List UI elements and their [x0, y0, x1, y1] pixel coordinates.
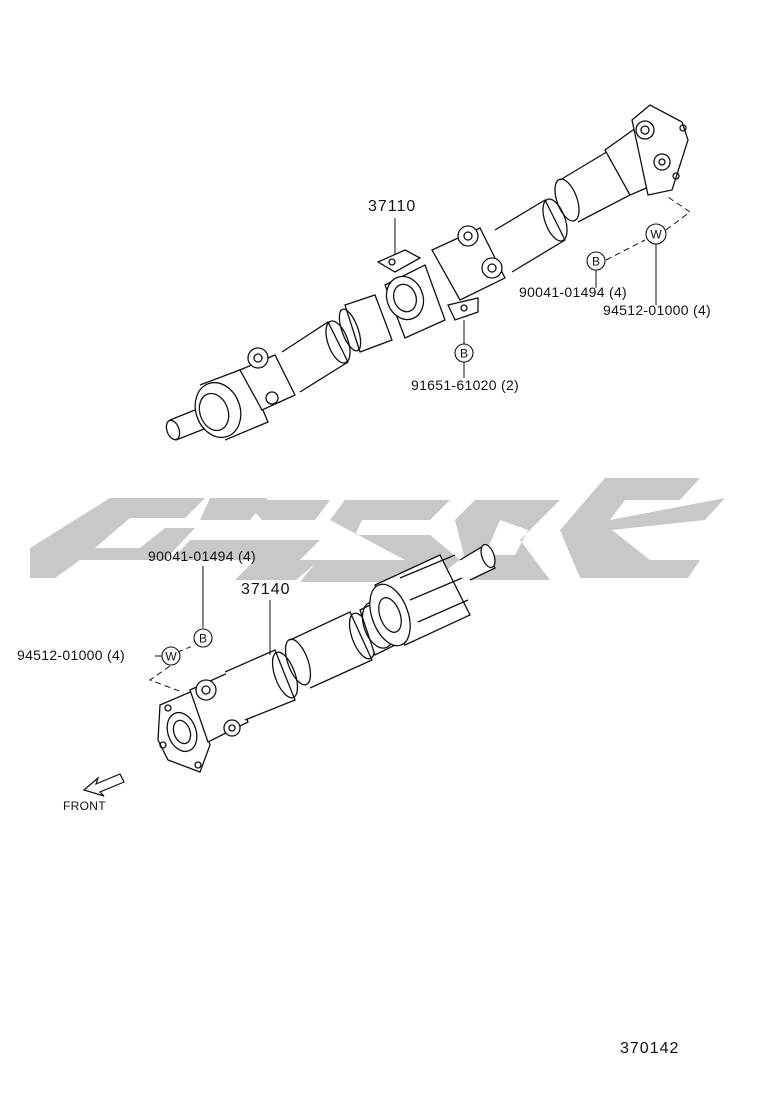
part-number-37140: 37140: [241, 581, 291, 598]
part-number-37110: 37110: [368, 198, 417, 215]
lower-propeller-shaft: [157, 543, 496, 773]
bolt-symbol-upper-text: B: [592, 255, 600, 269]
front-arrow-icon: [82, 773, 125, 797]
bolt-part-label-bearing: 91651-61020 (2): [411, 377, 520, 393]
washer-symbol-lower-text: W: [165, 650, 177, 664]
washer-symbol-upper: [645, 223, 667, 245]
upper-propeller-shaft: [165, 104, 689, 441]
watermark-logo: [30, 478, 725, 582]
washer-part-label-upper: 94512-01000 (4): [603, 302, 712, 318]
upper-symbols: B W B: [454, 223, 667, 363]
bolt-symbol-lower-text: B: [199, 632, 207, 646]
bolt-symbol-bearing-text: B: [460, 347, 468, 361]
washer-symbol-lower: [161, 646, 181, 666]
figure-number: 370142: [620, 1040, 680, 1057]
bolt-symbol-lower: [193, 628, 213, 648]
lower-symbols: B W: [161, 628, 213, 666]
lower-leader-lines: [148, 566, 271, 693]
bolt-part-label-upper: 90041-01494 (4): [519, 284, 628, 300]
bolt-part-label-lower: 90041-01494 (4): [148, 548, 257, 564]
washer-symbol-upper-text: W: [650, 228, 662, 242]
bolt-symbol-upper: [586, 251, 606, 271]
washer-part-label-lower: 94512-01000 (4): [17, 647, 126, 663]
front-label: FRONT: [63, 799, 106, 813]
bolt-symbol-bearing: [454, 343, 474, 363]
upper-leader-lines: [394, 194, 691, 378]
